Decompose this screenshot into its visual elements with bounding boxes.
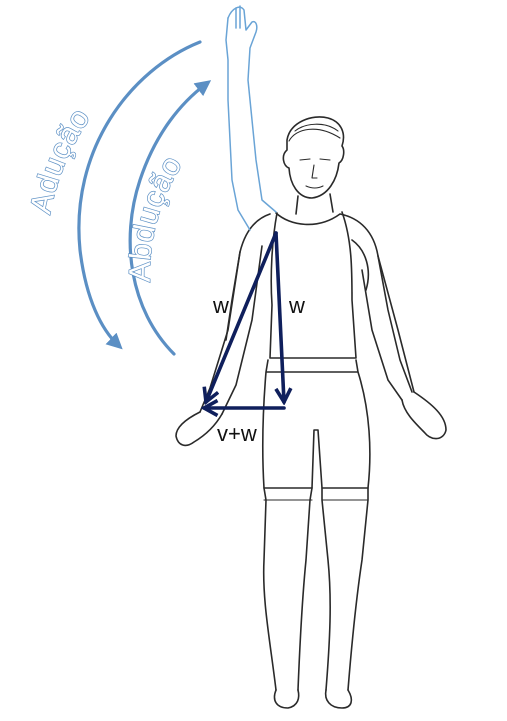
v-plus-w-label: v+w [217, 421, 257, 446]
human-figure [175, 116, 447, 709]
left-hand [175, 411, 223, 447]
w-right-label: w [288, 293, 305, 318]
vector-w-vertical [274, 231, 284, 402]
aducao-label: Adução [24, 102, 97, 217]
feet [273, 689, 353, 709]
shorts [261, 359, 371, 489]
lowered-arm-right [361, 255, 415, 401]
tank-top [269, 211, 370, 359]
vector-triangle [204, 231, 284, 408]
legs [262, 487, 369, 691]
w-left-label: w [212, 293, 229, 318]
lowered-arm-left [199, 245, 263, 415]
abducao-label: Abdução [124, 150, 189, 283]
aducao-arc [77, 40, 202, 350]
face [299, 158, 331, 189]
raised-arm [225, 5, 277, 231]
neck [295, 193, 334, 215]
abducao-arc [128, 80, 212, 356]
right-hand [401, 391, 447, 440]
head [282, 116, 345, 199]
hair [288, 123, 341, 142]
vector-w-diagonal [206, 231, 278, 402]
